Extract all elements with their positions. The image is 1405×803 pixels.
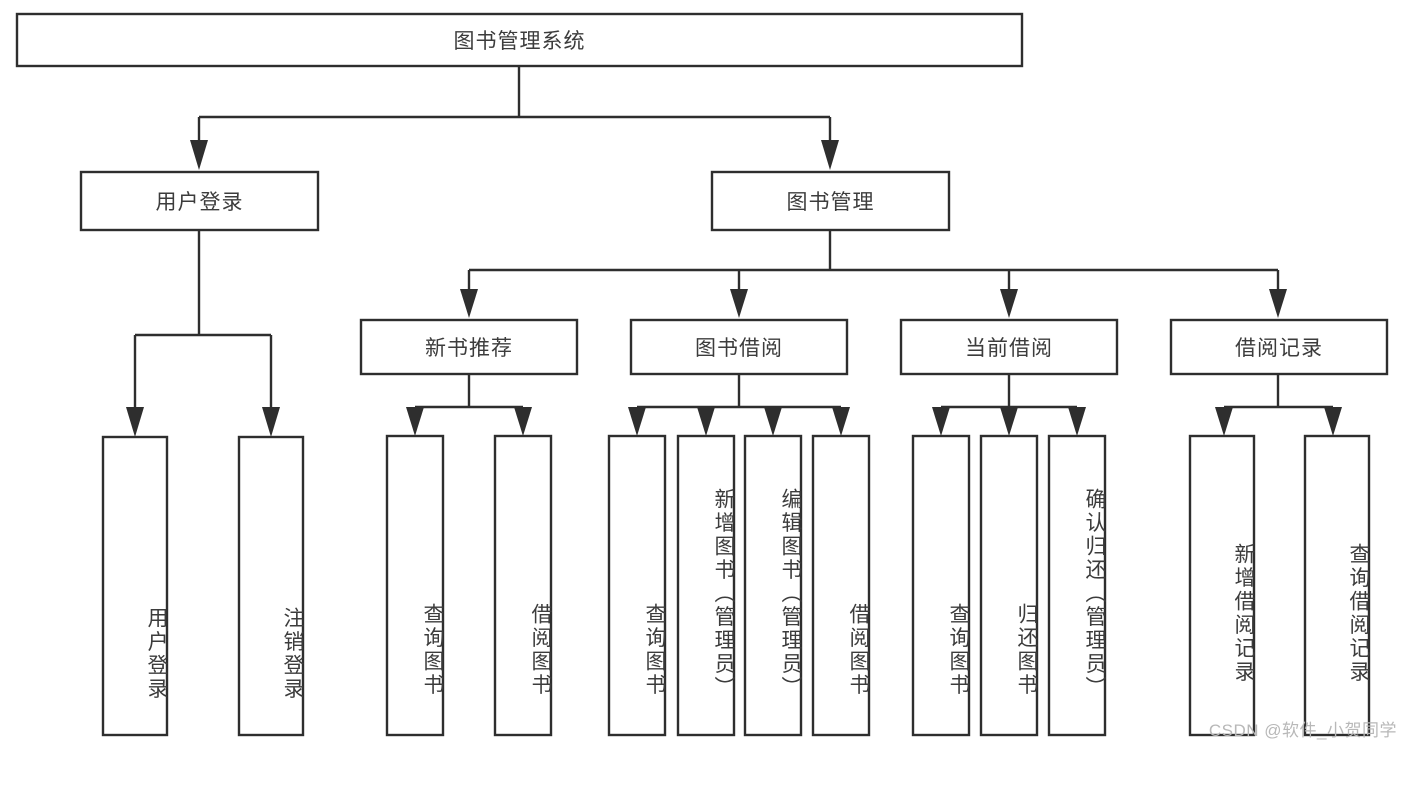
- flowchart-svg: [15, 12, 1389, 737]
- node-book-management[interactable]: [710, 170, 951, 232]
- csdn-watermark: CSDN @软件_小贺同学: [1208, 721, 1397, 740]
- arrowhead-leaf-user-login: [126, 407, 144, 437]
- leaf-bookborrow-query-book[interactable]: [607, 434, 667, 737]
- arrowhead-borrowrecord-l2: [1324, 407, 1342, 436]
- leaf-bookborrow-borrow-book[interactable]: [811, 434, 871, 737]
- node-user-login[interactable]: [79, 170, 320, 232]
- arrowhead-bookborrow-l1: [628, 407, 646, 436]
- arrowhead-newbook-l2: [514, 407, 532, 436]
- node-root-book-management-system[interactable]: [15, 12, 1024, 68]
- arrowhead-current-borrow: [1000, 289, 1018, 318]
- arrowhead-user-login: [190, 140, 208, 170]
- arrowhead-borrow-record: [1269, 289, 1287, 318]
- node-book-borrow[interactable]: [629, 318, 849, 376]
- leaf-bookborrow-add-book[interactable]: [676, 434, 736, 737]
- flowchart-canvas: 图书管理系统 用户登录 图书管理 新书推荐 图书借阅 当前借阅 借阅记录 用户登…: [15, 12, 1397, 740]
- arrowhead-currentborrow-l2: [1000, 407, 1018, 436]
- leaf-newbook-borrow-book[interactable]: [493, 434, 553, 737]
- leaf-currentborrow-return-book[interactable]: [979, 434, 1039, 737]
- arrowhead-leaf-logout: [262, 407, 280, 437]
- leaf-currentborrow-confirm-return[interactable]: [1047, 434, 1107, 737]
- leaf-logout[interactable]: [237, 435, 305, 737]
- node-borrow-record[interactable]: [1169, 318, 1389, 376]
- leaf-bookborrow-edit-book[interactable]: [743, 434, 803, 737]
- arrowhead-bookborrow-l4: [832, 407, 850, 436]
- node-new-book-recommend[interactable]: [359, 318, 579, 376]
- arrowhead-new-book: [460, 289, 478, 318]
- leaf-currentborrow-query-book[interactable]: [911, 434, 971, 737]
- leaf-borrowrecord-add-record[interactable]: [1188, 434, 1256, 737]
- arrowhead-borrowrecord-l1: [1215, 407, 1233, 436]
- arrowhead-bookborrow-l3: [764, 407, 782, 436]
- leaf-newbook-query-book[interactable]: [385, 434, 445, 737]
- arrowhead-bookborrow-l2: [697, 407, 715, 436]
- arrowhead-newbook-l1: [406, 407, 424, 436]
- arrowhead-currentborrow-l3: [1068, 407, 1086, 436]
- arrowhead-book-borrow: [730, 289, 748, 318]
- leaf-user-login[interactable]: [101, 435, 169, 737]
- arrowhead-book-mgmt: [821, 140, 839, 170]
- arrowhead-currentborrow-l1: [932, 407, 950, 436]
- node-current-borrow[interactable]: [899, 318, 1119, 376]
- leaf-borrowrecord-query-record[interactable]: [1303, 434, 1371, 737]
